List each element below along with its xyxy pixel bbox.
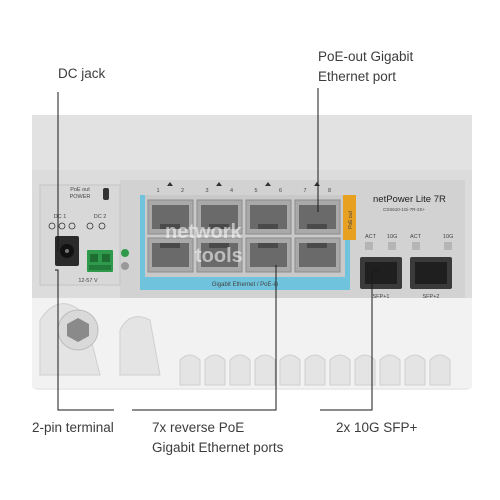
- callout-sfp-text: 2x 10G SFP+: [336, 420, 418, 435]
- port-number-5: 5: [254, 188, 257, 194]
- callout-reverse-poe: 7x reverse PoE Gigabit Ethernet ports: [152, 418, 283, 458]
- ethernet-port-7[interactable]: [245, 237, 292, 273]
- poe-out-side-label: PoE out: [348, 210, 354, 228]
- callout-poe-out-line-2: Ethernet port: [318, 69, 397, 84]
- voltage-label: 12-57 V: [78, 278, 98, 284]
- ethernet-ports: [147, 199, 341, 273]
- ethernet-port-5[interactable]: [147, 237, 194, 273]
- port-arrow-icon: [265, 182, 271, 186]
- callout-reverse-poe-line-1: 7x reverse PoE: [152, 420, 245, 435]
- poe-out-power-switch[interactable]: [103, 188, 109, 200]
- callout-dc-jack: DC jack: [58, 64, 105, 84]
- sfp2-label: SFP+2: [423, 294, 440, 300]
- sfp1-act-label: ACT: [365, 234, 377, 240]
- sfp-leds: ACT 10G ACT 10G: [365, 234, 453, 250]
- dc1-label: DC 1: [54, 214, 67, 220]
- callout-leader-lines: [55, 88, 380, 411]
- ethernet-port-2[interactable]: [196, 199, 243, 235]
- sfp-port-2[interactable]: [410, 257, 452, 289]
- watermark-line-1: network: [165, 221, 243, 243]
- port-arrow-icon: [216, 182, 222, 186]
- sfp1-label: SFP+1: [373, 294, 390, 300]
- poe-strip-label: Gigabit Ethernet / PoE-in: [212, 282, 278, 288]
- ethernet-port-1[interactable]: [147, 199, 194, 235]
- sfp2-10g-label: 10G: [443, 234, 453, 240]
- port-number-7: 7: [303, 188, 306, 194]
- port-number-4: 4: [230, 188, 233, 194]
- watermark-line-2: tools: [195, 245, 243, 267]
- model-name: netPower Lite 7R: [373, 194, 446, 205]
- two-pin-terminal[interactable]: [87, 250, 113, 272]
- model-sku: CSS610-1Gi-7R-2S+: [383, 207, 426, 212]
- port-arrow-icon: [167, 182, 173, 186]
- polarity-icon: [48, 222, 106, 230]
- dc-jack[interactable]: [55, 236, 79, 266]
- callout-terminal-text: 2-pin terminal: [32, 420, 114, 435]
- port-number-3: 3: [205, 188, 208, 194]
- port-number-6: 6: [279, 188, 282, 194]
- ethernet-port-8[interactable]: [294, 237, 341, 273]
- callout-terminal: 2-pin terminal: [32, 418, 114, 438]
- sfp2-act-label: ACT: [410, 234, 422, 240]
- port-number-2: 2: [181, 188, 184, 194]
- poe-out-power-label: PoE out POWER: [70, 187, 91, 200]
- mounting-bolt: [57, 309, 99, 351]
- terminal-indicator-icon: [121, 249, 129, 257]
- dc2-label: DC 2: [94, 214, 107, 220]
- sfp1-10g-label: 10G: [387, 234, 397, 240]
- port-number-8: 8: [328, 188, 331, 194]
- port-number-1: 1: [156, 188, 159, 194]
- poe-out-marker: [343, 195, 356, 240]
- callout-sfp: 2x 10G SFP+: [336, 418, 417, 438]
- callout-reverse-poe-line-2: Gigabit Ethernet ports: [152, 440, 284, 455]
- callout-poe-out-line-1: PoE-out Gigabit: [318, 49, 414, 64]
- poe-out-label: PoE out: [70, 187, 90, 193]
- sfp-port-1[interactable]: [360, 257, 402, 289]
- watermark: network tools: [165, 221, 243, 267]
- callout-dc-jack-text: DC jack: [58, 66, 106, 81]
- ethernet-port-3[interactable]: [245, 199, 292, 235]
- ground-screw-icon: [121, 262, 129, 270]
- ethernet-port-6[interactable]: [196, 237, 243, 273]
- power-label: POWER: [70, 194, 91, 200]
- callout-poe-out: PoE-out Gigabit Ethernet port: [318, 47, 413, 87]
- port-numbers: 1 2 3 4 5 6 7 8: [156, 182, 331, 194]
- ethernet-port-4[interactable]: [294, 199, 341, 235]
